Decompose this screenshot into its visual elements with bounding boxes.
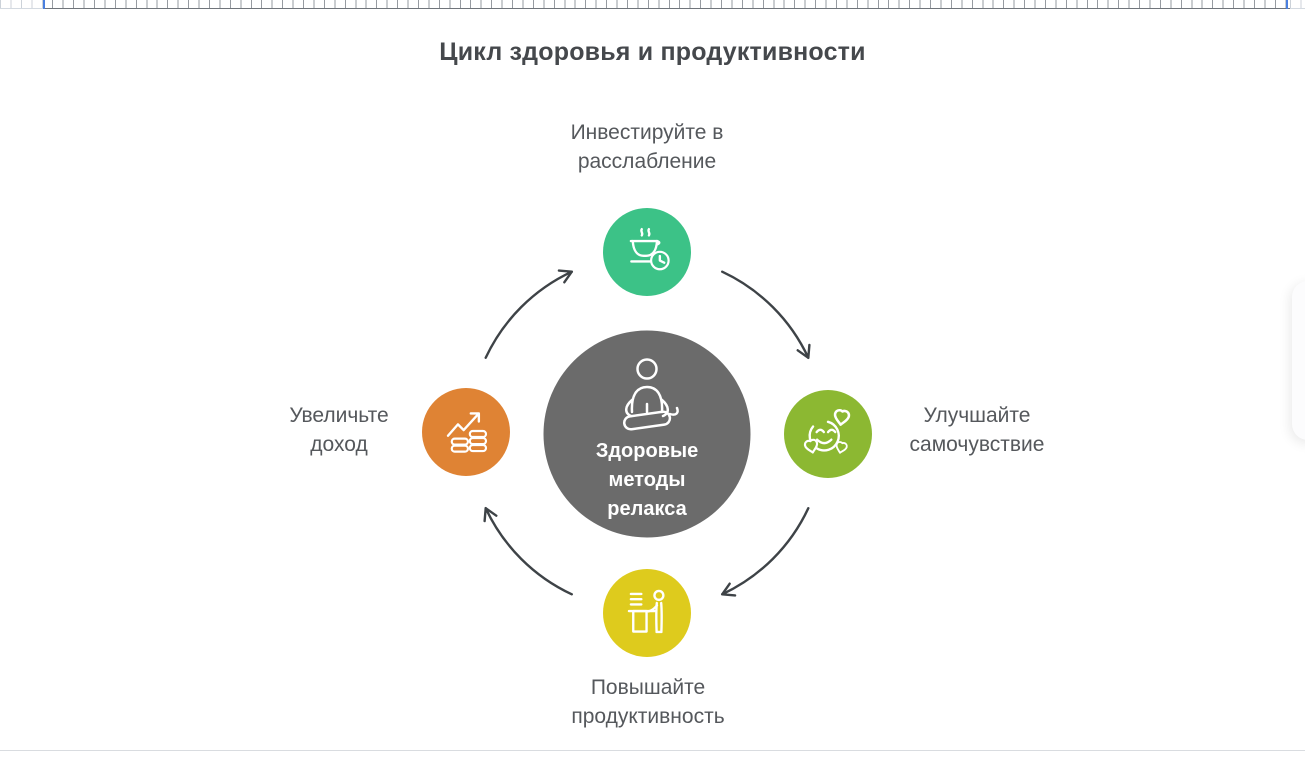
- ruler-left-margin: [0, 0, 44, 9]
- node-circle: [784, 390, 872, 478]
- side-panel-card[interactable]: [1292, 281, 1305, 440]
- node-circle: [603, 208, 691, 296]
- node-label-improve-wellbeing[interactable]: Улучшайте самочувствие: [909, 404, 1045, 456]
- horizontal-ruler: [0, 0, 1305, 9]
- ruler-margin-marker-right[interactable]: [1286, 0, 1288, 9]
- node-invest-relaxation[interactable]: [603, 208, 691, 296]
- ruler-baseline: [45, 8, 1290, 9]
- page-title[interactable]: Цикл здоровья и продуктивности: [439, 37, 866, 66]
- center-label: Здоровые методы релакса: [595, 440, 699, 520]
- node-label-invest-relaxation[interactable]: Инвестируйте в расслабление: [570, 121, 724, 173]
- meditating-person-icon: [622, 358, 679, 431]
- bottom-divider: [0, 750, 1305, 751]
- center-node[interactable]: Здоровые методы релакса: [543, 330, 751, 538]
- coins-growth-chart-icon: [446, 412, 488, 453]
- node-label-increase-income[interactable]: Увеличьте доход: [289, 404, 389, 456]
- node-increase-income[interactable]: [422, 388, 510, 476]
- node-circle: [422, 388, 510, 476]
- ruler-right-margin: [1290, 0, 1305, 9]
- node-improve-wellbeing[interactable]: [784, 390, 872, 478]
- center-circle: [543, 330, 751, 538]
- node-raise-productivity[interactable]: [603, 569, 691, 657]
- tea-cup-clock-icon: [629, 227, 670, 271]
- standing-desk-icon: [627, 589, 665, 634]
- ruler-margin-marker-left[interactable]: [43, 0, 45, 9]
- smiley-hearts-icon: [803, 408, 851, 454]
- node-label-raise-productivity[interactable]: Повышайте продуктивность: [571, 676, 725, 728]
